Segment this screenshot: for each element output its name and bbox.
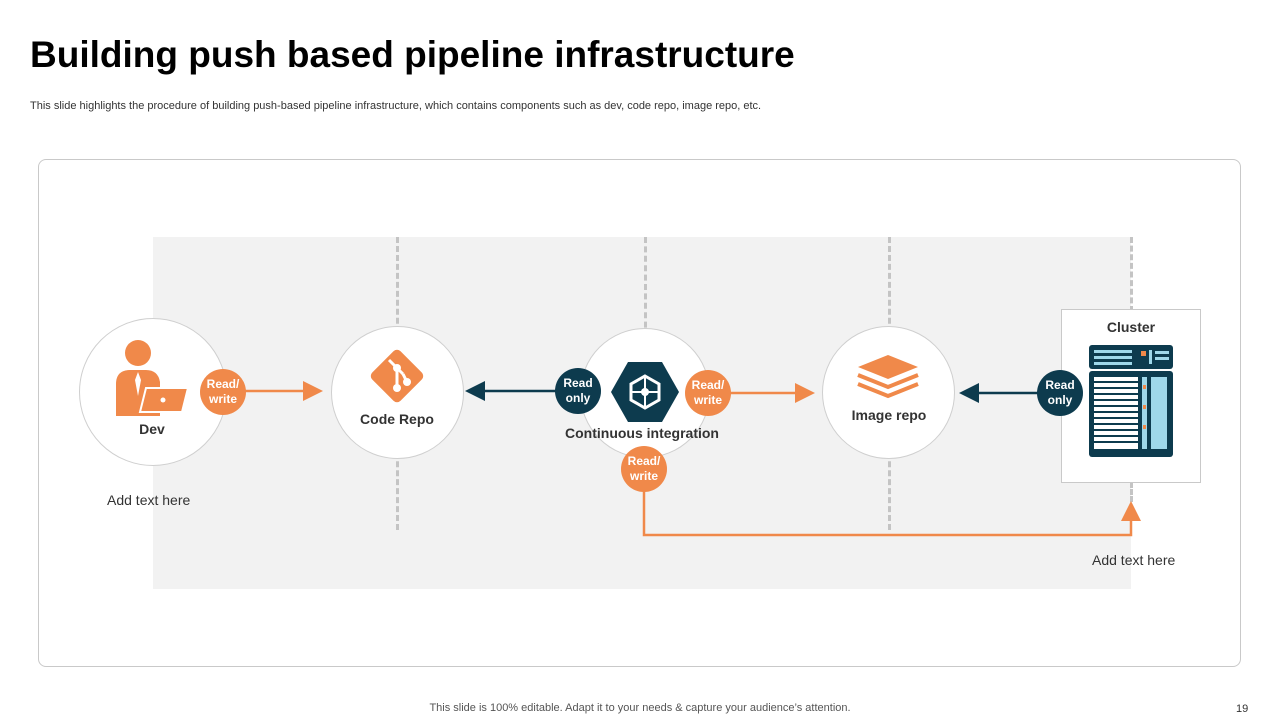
lane-divider	[644, 237, 647, 337]
page-number: 19	[1236, 703, 1249, 715]
kubernetes-hexagon-icon	[611, 362, 679, 422]
image-repo-node	[822, 326, 955, 459]
image-repo-label: Image repo	[851, 407, 927, 423]
cluster-read-only-badge: Read only	[1037, 370, 1083, 416]
dev-label: Dev	[139, 421, 165, 437]
ci-label: Continuous integration	[565, 425, 719, 441]
ci-read-only-badge: Read only	[555, 368, 601, 414]
slide-title: Building push based pipeline infrastruct…	[30, 34, 795, 75]
ci-read-write-right-badge: Read/ write	[685, 370, 731, 416]
ci-read-write-bottom-badge: Read/ write	[621, 446, 667, 492]
arrow-ci-to-cluster	[642, 490, 1141, 537]
cluster-label: Cluster	[1106, 319, 1156, 335]
code-repo-label: Code Repo	[360, 411, 434, 427]
layers-icon	[857, 355, 919, 399]
lane-divider	[1130, 237, 1133, 312]
developer-laptop-icon	[116, 340, 190, 416]
cluster-note: Add text here	[1092, 552, 1176, 568]
footer-text: This slide is 100% editable. Adapt it to…	[429, 702, 851, 714]
slide-subtitle: This slide highlights the procedure of b…	[30, 100, 762, 112]
dev-note: Add text here	[107, 492, 191, 508]
server-rack-icon	[1089, 345, 1173, 457]
lane-divider	[1130, 482, 1133, 502]
dev-read-write-badge: Read/ write	[200, 369, 246, 415]
git-icon	[370, 349, 424, 403]
